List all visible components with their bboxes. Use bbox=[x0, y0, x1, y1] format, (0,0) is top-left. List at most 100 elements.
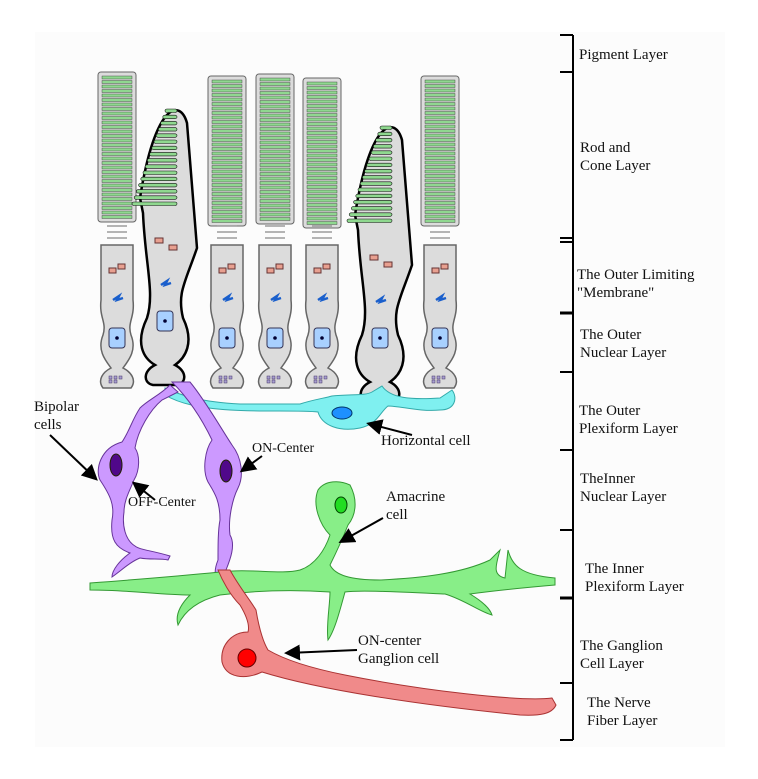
synaptic-vesicle bbox=[223, 375, 228, 380]
rod-inner-segment bbox=[304, 244, 340, 389]
rod-disc bbox=[211, 142, 243, 147]
rod-disc bbox=[424, 124, 456, 129]
rod-disc bbox=[101, 201, 133, 206]
nucleolus bbox=[225, 336, 229, 340]
rod-disc bbox=[424, 210, 456, 214]
rod-disc bbox=[259, 118, 291, 122]
golgi-icon bbox=[112, 292, 124, 303]
rod-inner-segment bbox=[99, 244, 135, 389]
rod-disc bbox=[211, 93, 243, 97]
rod-disc bbox=[306, 207, 338, 212]
rod-disc bbox=[424, 192, 456, 196]
amacrine-cell-label: Amacrine cell bbox=[386, 489, 446, 523]
rod-disc bbox=[306, 167, 338, 171]
nucleolus bbox=[163, 319, 167, 323]
rod-disc bbox=[211, 187, 243, 192]
layer-label-pigment: Pigment Layer bbox=[579, 47, 668, 63]
rod-disc bbox=[259, 199, 291, 203]
cone-disc bbox=[379, 125, 393, 130]
rod-disc bbox=[424, 79, 456, 84]
rod-disc bbox=[424, 165, 456, 169]
rod-disc bbox=[101, 210, 133, 215]
rod-disc bbox=[211, 165, 243, 169]
rod-disc bbox=[211, 156, 243, 160]
golgi-icon bbox=[317, 292, 329, 303]
rod-disc bbox=[101, 98, 133, 102]
rod-disc bbox=[211, 111, 243, 115]
mitochondrion-icon bbox=[218, 267, 227, 274]
rod-disc bbox=[424, 219, 456, 223]
cone-disc bbox=[142, 170, 178, 175]
rod-cell bbox=[302, 77, 342, 389]
rod-disc bbox=[101, 192, 133, 197]
rod-disc bbox=[259, 181, 291, 185]
mitochondrion-icon bbox=[440, 263, 449, 270]
rod-disc bbox=[211, 205, 243, 210]
rod-disc bbox=[101, 120, 133, 125]
rod-disc bbox=[424, 187, 456, 192]
rod-disc bbox=[101, 206, 133, 210]
synaptic-vesicle bbox=[271, 379, 276, 384]
synaptic-vesicle bbox=[318, 375, 323, 380]
rod-disc bbox=[424, 205, 456, 210]
rod-disc bbox=[211, 183, 243, 187]
layer-label-ganglion-cell: The Ganglion Cell Layer bbox=[580, 638, 663, 672]
rod-disc bbox=[101, 183, 133, 188]
connecting-cilium bbox=[265, 225, 285, 239]
nucleolus bbox=[320, 336, 324, 340]
rod-disc bbox=[259, 194, 291, 199]
rod-disc bbox=[259, 95, 291, 100]
nucleolus bbox=[438, 336, 442, 340]
cone-disc bbox=[353, 200, 393, 205]
rod-disc bbox=[211, 201, 243, 205]
mitochondrion-icon bbox=[154, 237, 164, 244]
cone-cell bbox=[346, 125, 414, 404]
rod-disc bbox=[101, 89, 133, 93]
cone-disc bbox=[346, 218, 393, 223]
rod-disc bbox=[259, 77, 291, 82]
off-center-arrow bbox=[131, 481, 156, 501]
on-center-label: ON-Center bbox=[252, 441, 315, 456]
rod-disc bbox=[101, 80, 133, 84]
horizontal-cell-arrow bbox=[366, 419, 413, 436]
ganglion-cell-label: ON-center Ganglion cell bbox=[358, 633, 440, 667]
rod-disc bbox=[211, 79, 243, 84]
cone-disc bbox=[144, 164, 178, 169]
rod-disc bbox=[101, 147, 133, 152]
ganglion-cell bbox=[217, 569, 557, 716]
rod-disc bbox=[101, 215, 133, 219]
cone-disc bbox=[348, 212, 393, 217]
cone-disc bbox=[138, 183, 178, 188]
rod-disc bbox=[424, 201, 456, 205]
rod-disc bbox=[101, 75, 133, 80]
rod-disc bbox=[211, 84, 243, 88]
rod-disc bbox=[211, 97, 243, 102]
mitochondrion-icon bbox=[275, 263, 284, 270]
rod-disc bbox=[306, 144, 338, 149]
cone-disc bbox=[147, 158, 178, 163]
rod-disc bbox=[424, 178, 456, 183]
rod-disc bbox=[306, 212, 338, 216]
bipolar-off-nucleus bbox=[109, 453, 123, 477]
rod-disc bbox=[424, 115, 456, 120]
synaptic-vesicle bbox=[266, 379, 271, 384]
rod-disc bbox=[259, 131, 291, 136]
connecting-cilium bbox=[312, 225, 332, 239]
layer-label-nerve-fiber: The Nerve Fiber Layer bbox=[587, 695, 658, 729]
rod-disc bbox=[259, 149, 291, 154]
rod-disc bbox=[306, 180, 338, 185]
rod-disc bbox=[211, 196, 243, 201]
rod-disc bbox=[101, 161, 133, 165]
rod-disc bbox=[424, 160, 456, 165]
rod-disc bbox=[101, 129, 133, 134]
rod-disc bbox=[424, 142, 456, 147]
on-center-arrow bbox=[239, 455, 263, 473]
rod-disc bbox=[306, 113, 338, 117]
rod-disc bbox=[211, 106, 243, 111]
off-center-label: OFF-Center bbox=[128, 495, 196, 510]
mitochondrion-icon bbox=[383, 261, 393, 268]
ganglion-nucleus bbox=[237, 648, 257, 668]
rod-disc bbox=[424, 93, 456, 97]
synaptic-vesicle bbox=[441, 375, 446, 380]
mitochondrion-icon bbox=[369, 254, 379, 261]
